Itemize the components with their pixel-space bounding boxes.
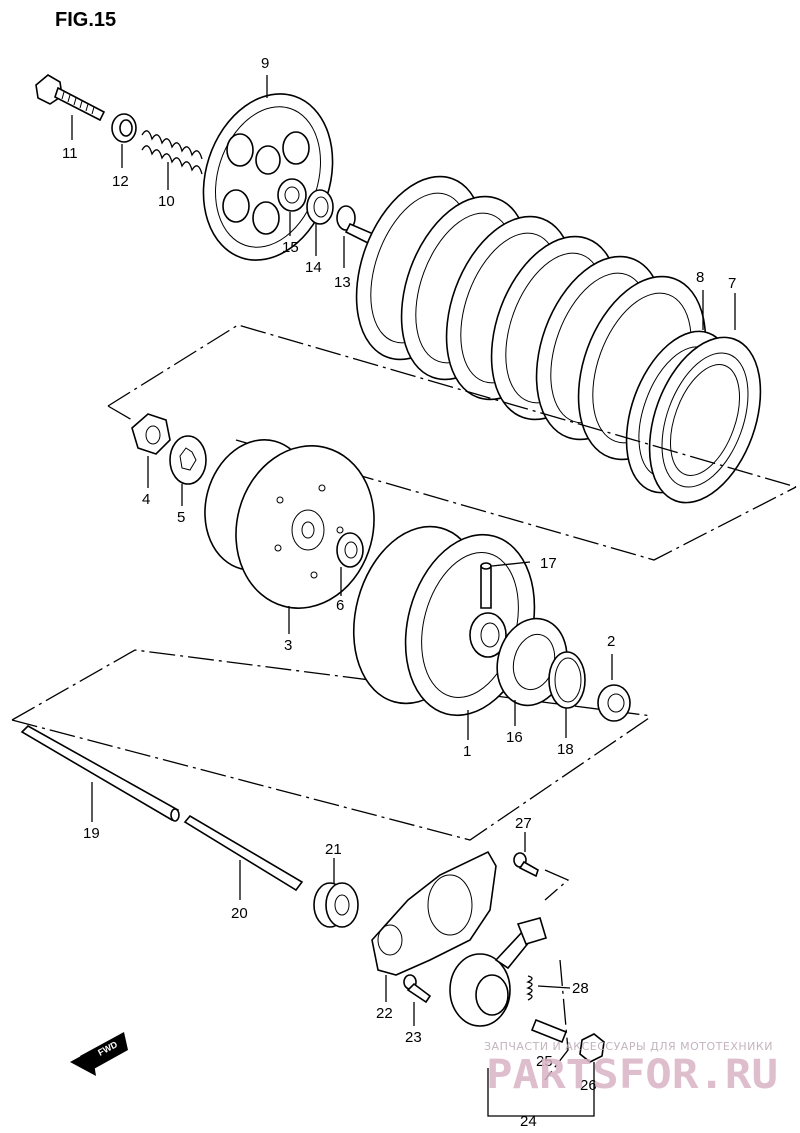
callout-6: 6 bbox=[336, 597, 344, 614]
callout-17: 17 bbox=[540, 555, 557, 572]
part-4-nut bbox=[131, 413, 171, 455]
fwd-direction-arrow: FWD bbox=[70, 1032, 128, 1076]
clutch-plate-stack bbox=[355, 175, 707, 461]
part-3-sleeve-hub bbox=[204, 439, 375, 609]
callout-28: 28 bbox=[572, 980, 589, 997]
figure-title: FIG.15 bbox=[55, 9, 116, 31]
leader-lines bbox=[71, 75, 736, 1026]
part-10-spring bbox=[141, 130, 203, 175]
part-6-washer bbox=[336, 532, 364, 568]
callout-27: 27 bbox=[515, 815, 532, 832]
part-21-oil-seal bbox=[313, 882, 359, 928]
callout-14: 14 bbox=[305, 259, 322, 276]
callout-12: 12 bbox=[112, 173, 129, 190]
callout-19: 19 bbox=[83, 825, 100, 842]
callout-9: 9 bbox=[261, 55, 269, 72]
callout-21: 21 bbox=[325, 841, 342, 858]
watermark-tagline: ЗАПЧАСТИ И АКСЕССУАРЫ ДЛЯ МОТОТЕХНИКИ bbox=[484, 1040, 773, 1053]
callout-2: 2 bbox=[607, 633, 615, 650]
callout-10: 10 bbox=[158, 193, 175, 210]
callout-7: 7 bbox=[728, 275, 736, 292]
callout-20: 20 bbox=[231, 905, 248, 922]
watermark-logo: PARTSFOR.RU bbox=[486, 1052, 778, 1098]
callout-22: 22 bbox=[376, 1005, 393, 1022]
part-26-nut bbox=[579, 1033, 605, 1063]
callout-8: 8 bbox=[696, 269, 704, 286]
callout-15: 15 bbox=[282, 239, 299, 256]
part-20-push-rod bbox=[183, 814, 304, 892]
callout-4: 4 bbox=[142, 491, 150, 508]
watermark: ЗАПЧАСТИ И АКСЕССУАРЫ ДЛЯ МОТОТЕХНИКИ PA… bbox=[484, 1040, 778, 1098]
part-12-collar bbox=[111, 113, 137, 143]
part-17-pin bbox=[480, 562, 492, 609]
part-23-bolt bbox=[403, 974, 432, 1004]
part-14-bearing bbox=[306, 189, 334, 225]
part-28-spring bbox=[526, 975, 533, 1001]
callout-26: 26 bbox=[580, 1077, 597, 1094]
callout-18: 18 bbox=[557, 741, 574, 758]
callout-24: 24 bbox=[520, 1113, 537, 1130]
callout-23: 23 bbox=[405, 1029, 422, 1046]
callout-5: 5 bbox=[177, 509, 185, 526]
part-19-push-rod bbox=[20, 725, 180, 822]
part-11-bolt bbox=[35, 74, 106, 122]
callout-25: 25 bbox=[536, 1053, 553, 1070]
callout-3: 3 bbox=[284, 637, 292, 654]
part-24-bracket bbox=[487, 1062, 595, 1117]
part-2-thrust-washer bbox=[597, 684, 631, 722]
callout-16: 16 bbox=[506, 729, 523, 746]
part-5-lock-washer bbox=[169, 435, 207, 485]
part-24-release-assembly bbox=[449, 917, 547, 1027]
part-9-pressure-plate bbox=[202, 93, 334, 261]
part-18-circlip bbox=[548, 651, 586, 709]
part-25-adjust-screw bbox=[530, 1018, 568, 1044]
part-27-screw bbox=[513, 852, 539, 878]
callout-13: 13 bbox=[334, 274, 351, 291]
callout-1: 1 bbox=[463, 743, 471, 760]
callout-11: 11 bbox=[62, 145, 78, 162]
part-7-spring-seat bbox=[648, 336, 762, 504]
part-22-gasket bbox=[371, 850, 497, 976]
